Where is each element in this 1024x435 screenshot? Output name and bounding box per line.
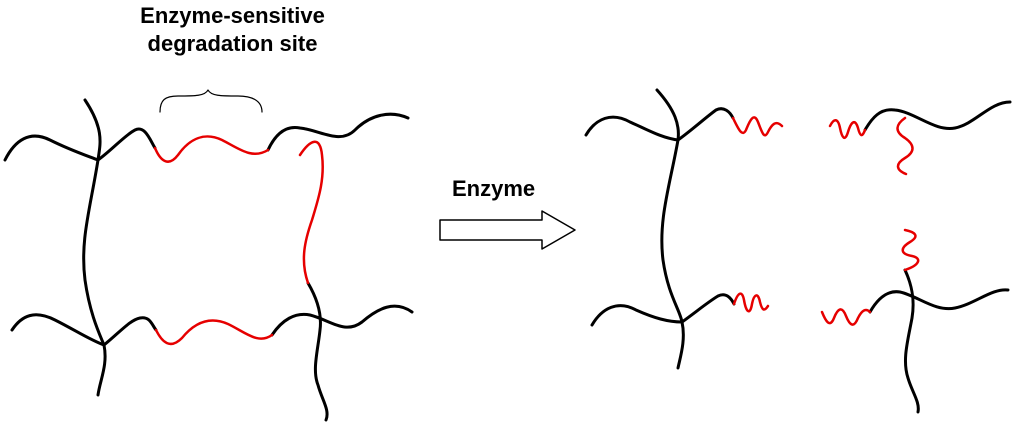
degradable-linker-right-vertical [298,140,324,285]
degraded-chain-left-vertical [655,88,685,370]
polymer-chain-bottom-right [270,304,414,337]
degraded-chain-bottom-left [590,293,736,327]
enzyme-label: Enzyme [452,176,536,201]
degraded-chain-right-vertical [903,268,920,414]
degraded-chain-bottom-right [868,288,1010,314]
degraded-network [584,88,1012,414]
polymer-chain-top-left [3,127,157,162]
degradable-linker-top [153,135,270,163]
polymer-chain-top-right [266,112,410,152]
cleaved-fragment-right-upper [896,116,914,176]
cleaved-fragment-bottom-right [820,308,872,326]
cleaved-fragment-right-lower [901,228,920,272]
degradable-linker-bottom [154,319,274,346]
degradation-site-brace [159,89,263,113]
cleaved-fragment-top-left [731,116,784,137]
cleaved-fragment-bottom-left [732,292,770,313]
degradation-site-label: Enzyme-sensitive degradation site [110,2,355,58]
degraded-chain-top-right [863,100,1012,132]
degradation-site-label-line2: degradation site [147,31,318,56]
degradation-site-label-line1: Enzyme-sensitive [140,3,325,28]
reaction-arrow [439,210,576,250]
degraded-chain-top-left [584,107,735,142]
cleaved-fragment-top-right [828,119,867,140]
intact-network [3,98,414,422]
polymer-chain-right-vertical [306,281,329,422]
polymer-chain-bottom-left [10,313,158,347]
polymer-chain-left-vertical [82,98,107,397]
